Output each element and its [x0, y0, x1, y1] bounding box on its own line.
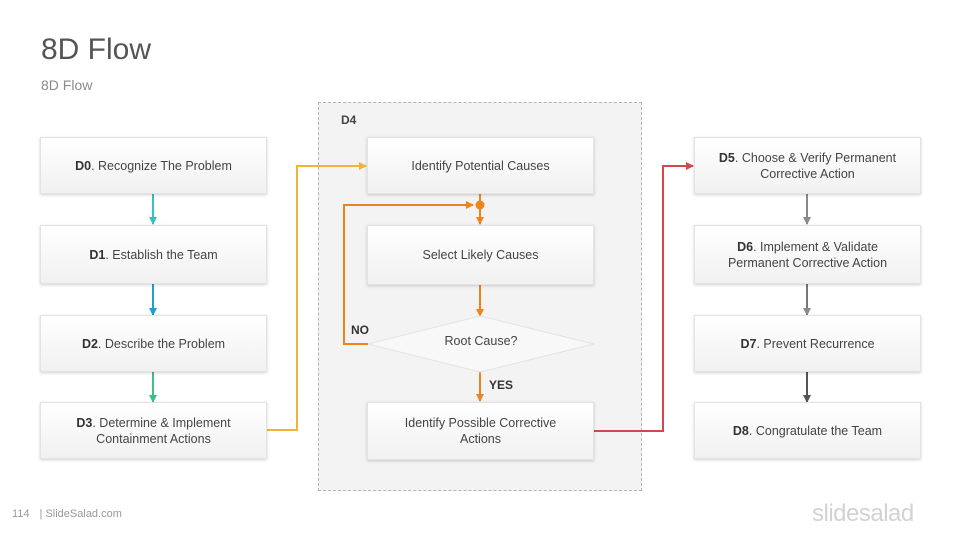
step-d3: D3. Determine & Implement Containment Ac…	[40, 402, 267, 459]
step-d6: D6. Implement & Validate Permanent Corre…	[694, 225, 921, 284]
step-d7-text: . Prevent Recurrence	[756, 336, 875, 351]
step-select-causes: Select Likely Causes	[367, 225, 594, 285]
merge-dot	[475, 200, 485, 210]
d4-group-label: D4	[341, 113, 357, 127]
step-d7-code: D7	[740, 336, 757, 351]
slidesalad-logo: slidesalad	[812, 500, 914, 527]
label-yes: YES	[489, 378, 514, 392]
step-corrective-actions-text: Identify Possible Corrective Actions	[404, 416, 557, 446]
footer: 114 | SlideSalad.com	[12, 508, 126, 520]
step-d5-text: . Choose & Verify Permanent Corrective A…	[734, 150, 897, 181]
page-subtitle: 8D Flow	[41, 77, 93, 93]
decision-diamond	[367, 315, 595, 373]
step-d3-text: . Determine & Implement Containment Acti…	[92, 415, 231, 446]
footer-site: | SlideSalad.com	[39, 508, 122, 520]
step-d8: D8. Congratulate the Team	[694, 402, 921, 459]
step-d1-text: . Establish the Team	[105, 247, 218, 262]
step-identify-causes-text: Identify Potential Causes	[411, 158, 550, 173]
step-d5-code: D5	[718, 150, 735, 165]
step-d0-code: D0	[75, 158, 92, 173]
arrow-d4-d5	[594, 162, 694, 432]
step-d8-code: D8	[732, 423, 749, 438]
step-d7: D7. Prevent Recurrence	[694, 315, 921, 372]
step-d8-text: . Congratulate the Team	[748, 423, 883, 438]
step-d0: D0. Recognize The Problem	[40, 137, 267, 194]
step-d3-code: D3	[76, 415, 93, 430]
step-d1: D1. Establish the Team	[40, 225, 267, 284]
step-identify-causes: Identify Potential Causes	[367, 137, 594, 194]
step-corrective-actions: Identify Possible Corrective Actions	[367, 402, 594, 460]
step-d2-code: D2	[81, 336, 98, 351]
page-number: 114	[12, 508, 30, 520]
arrow-d3-d4	[267, 162, 367, 431]
step-d6-text: . Implement & Validate Permanent Correct…	[727, 239, 888, 270]
step-d2-text: . Describe the Problem	[97, 336, 226, 351]
step-d1-code: D1	[89, 247, 106, 262]
decision-root-cause-text: Root Cause?	[444, 334, 518, 348]
step-d5: D5. Choose & Verify Permanent Corrective…	[694, 137, 921, 194]
step-d6-code: D6	[737, 239, 754, 254]
step-d0-text: . Recognize The Problem	[91, 158, 232, 173]
label-no: NO	[351, 323, 369, 337]
step-d2: D2. Describe the Problem	[40, 315, 267, 372]
page-title: 8D Flow	[41, 33, 152, 66]
arrow-no-loop	[343, 201, 474, 345]
step-select-causes-text: Select Likely Causes	[422, 248, 539, 262]
